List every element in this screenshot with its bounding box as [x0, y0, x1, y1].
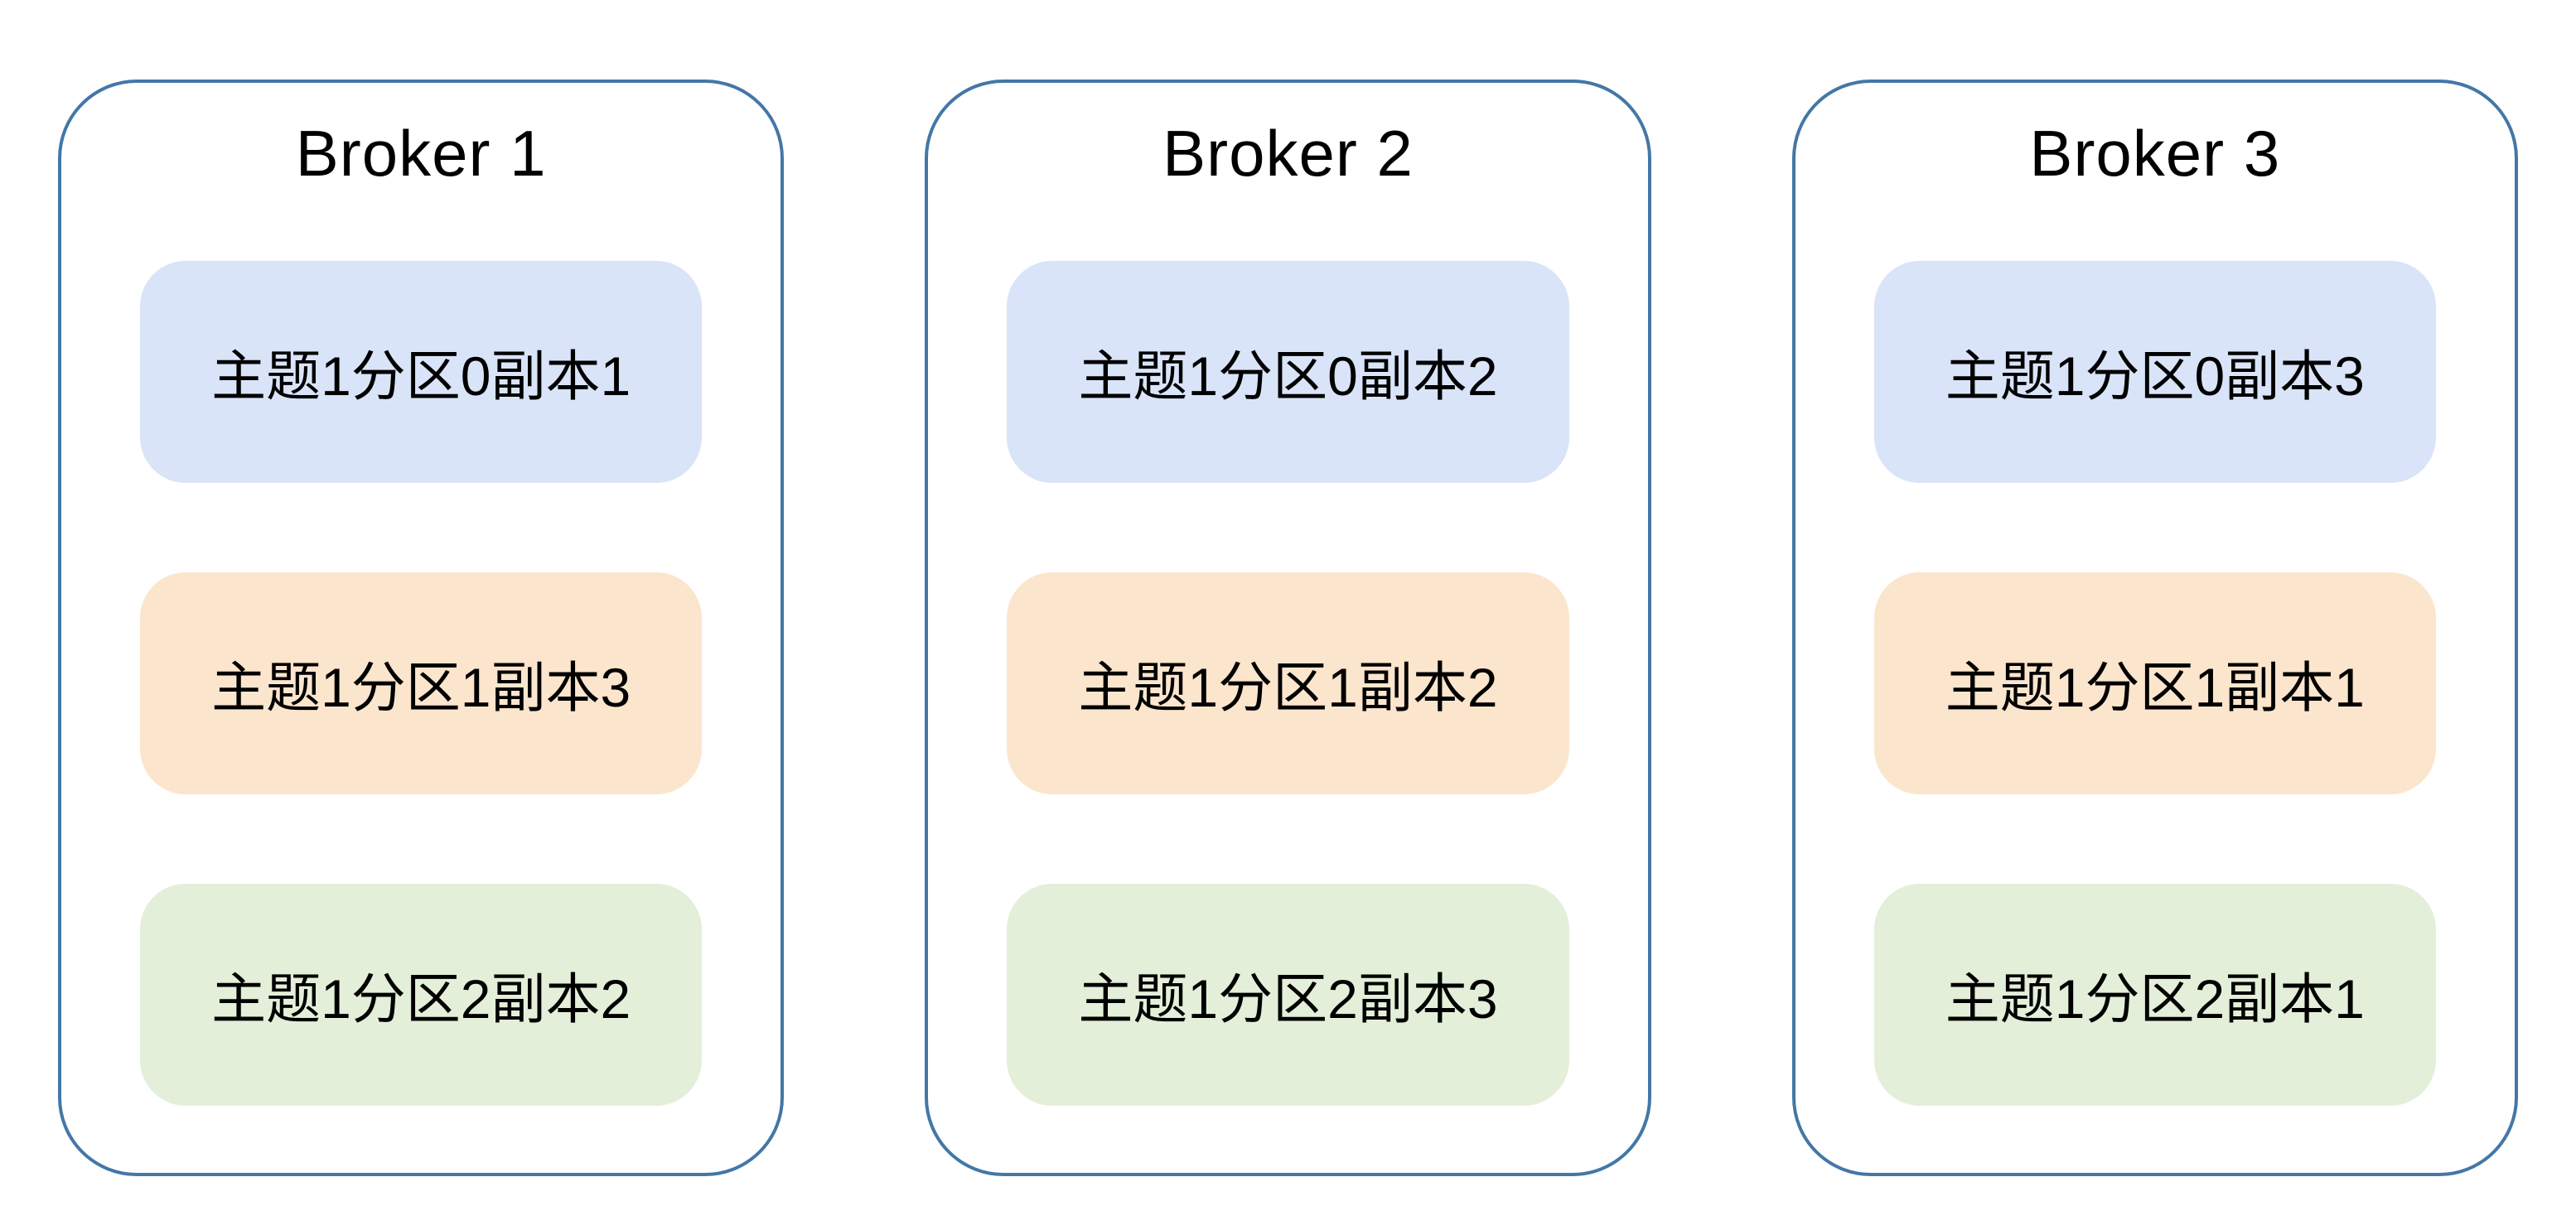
- broker-title: Broker 2: [1162, 117, 1414, 190]
- replica-box-topic1-partition0: 主题1分区0副本2: [1007, 261, 1569, 483]
- replica-box-topic1-partition2: 主题1分区2副本3: [1007, 884, 1569, 1106]
- broker-card-3: Broker 3 主题1分区0副本3 主题1分区1副本1 主题1分区2副本1: [1791, 80, 2518, 1176]
- replica-box-topic1-partition1: 主题1分区1副本2: [1007, 572, 1569, 794]
- broker-title: Broker 3: [2029, 117, 2281, 190]
- replica-box-topic1-partition0: 主题1分区0副本3: [1873, 261, 2436, 483]
- broker-title: Broker 1: [295, 117, 547, 190]
- replica-box-topic1-partition2: 主题1分区2副本2: [140, 884, 703, 1106]
- replica-box-topic1-partition0: 主题1分区0副本1: [140, 261, 703, 483]
- broker-card-1: Broker 1 主题1分区0副本1 主题1分区1副本3 主题1分区2副本2: [58, 80, 785, 1176]
- broker-card-2: Broker 2 主题1分区0副本2 主题1分区1副本2 主题1分区2副本3: [925, 80, 1651, 1176]
- replica-box-topic1-partition1: 主题1分区1副本3: [140, 572, 703, 794]
- replica-box-topic1-partition1: 主题1分区1副本1: [1873, 572, 2436, 794]
- replica-box-topic1-partition2: 主题1分区2副本1: [1873, 884, 2436, 1106]
